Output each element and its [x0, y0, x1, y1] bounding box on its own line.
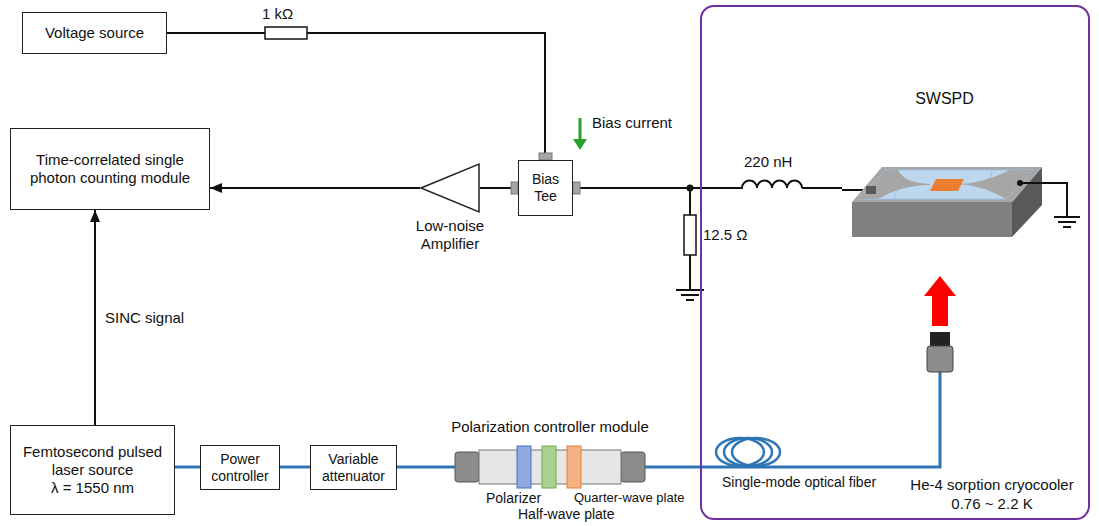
current-label: Bias current	[592, 114, 672, 132]
laser-box: Femtosecond pulsed laser sourceλ = 1550 …	[10, 425, 175, 515]
signal-wire	[94, 210, 96, 425]
node-text: Femtosecond pulsed laser source	[17, 443, 168, 479]
current-arrowhead	[573, 139, 587, 150]
part-label: Single-mode optical fiber	[722, 474, 876, 491]
chip-film	[858, 170, 1034, 199]
ground-symbol	[1058, 221, 1076, 223]
inductor-symbol	[738, 181, 802, 189]
contact-dot	[1017, 180, 1023, 186]
optical-fiber	[280, 466, 310, 469]
resistor-value: 1 kΩ	[262, 5, 293, 23]
contact-pad	[866, 186, 876, 194]
optical-fiber	[175, 466, 200, 469]
process-box: Variable attenuator	[310, 445, 397, 490]
fiber-coil	[716, 438, 780, 466]
bias-tee-port	[511, 182, 518, 194]
film-notch	[858, 170, 930, 199]
signal-wire	[210, 187, 420, 189]
region-title: 0.76 ~ 2.2 K	[898, 495, 1086, 513]
half-wave-plate	[542, 446, 556, 488]
resistor-symbol	[684, 215, 696, 255]
optical-fiber	[645, 272, 940, 467]
fiber-connector	[927, 346, 953, 372]
wire-patch	[738, 176, 802, 192]
node-text: Power controller	[207, 451, 273, 485]
light-arrow	[924, 276, 956, 326]
chip-top	[852, 167, 1042, 202]
device-label: SWSPD	[842, 89, 1047, 108]
resistor-value: 12.5 Ω	[703, 226, 748, 244]
signal-wire	[167, 33, 545, 160]
node-title: Polarization controller module	[445, 418, 655, 436]
bias-tee-port	[539, 153, 552, 160]
node-text: Low-noise Amplifier	[400, 217, 500, 253]
optical-fiber	[397, 466, 455, 469]
bias-tee-box: Bias Tee	[518, 160, 573, 216]
wire	[689, 188, 691, 215]
node-text: Voltage source	[45, 24, 144, 42]
amplifier-triangle	[421, 164, 479, 212]
module-box: Time-correlated single photon counting m…	[10, 128, 210, 210]
quarter-wave-plate	[567, 446, 581, 488]
detector-chip: SWSPD	[842, 87, 1047, 272]
bias-tee-port	[573, 182, 580, 194]
fiber-ferrule	[930, 332, 950, 346]
region-title: He-4 sorption cryocooler	[898, 476, 1086, 494]
current-arrow	[579, 118, 582, 140]
ground-symbol	[1063, 226, 1071, 228]
node-text: Variable attenuator	[317, 451, 390, 485]
nanowire-area	[930, 179, 964, 191]
film-notch	[960, 170, 1034, 199]
source-box: Voltage source	[22, 12, 167, 54]
node-text: Time-correlated single photon counting m…	[17, 151, 203, 187]
cryocooler-region: He-4 sorption cryocooler0.76 ~ 2.2 K SWSP…	[700, 5, 1090, 520]
node-text: Bias Tee	[525, 171, 566, 205]
fiber-port	[455, 452, 479, 482]
wire	[307, 32, 312, 34]
ground-wire	[1020, 183, 1067, 217]
polarization-module: Polarization controller module	[455, 418, 645, 492]
wire	[689, 255, 691, 290]
ground-symbol	[1054, 216, 1080, 218]
process-box: Power controller	[200, 445, 280, 490]
part-label: Quarter-wave plate	[574, 490, 685, 506]
resistor-symbol	[265, 27, 307, 39]
amplifier-symbol	[420, 163, 480, 213]
wire	[258, 32, 265, 34]
part-label: Half-wave plate	[518, 506, 615, 523]
wire-patch	[258, 24, 312, 42]
detector-illustration	[842, 87, 1047, 272]
amplifier-triangle: Low-noise Amplifier	[420, 163, 480, 213]
node-text: λ = 1550 nm	[51, 479, 134, 497]
edge-label: SINC signal	[103, 309, 186, 327]
inductor-value: 220 nH	[744, 153, 792, 171]
fiber-port	[621, 452, 645, 482]
polarizer-plate	[517, 446, 531, 488]
chip-front	[852, 202, 1012, 237]
part-label: Polarizer	[486, 490, 541, 507]
